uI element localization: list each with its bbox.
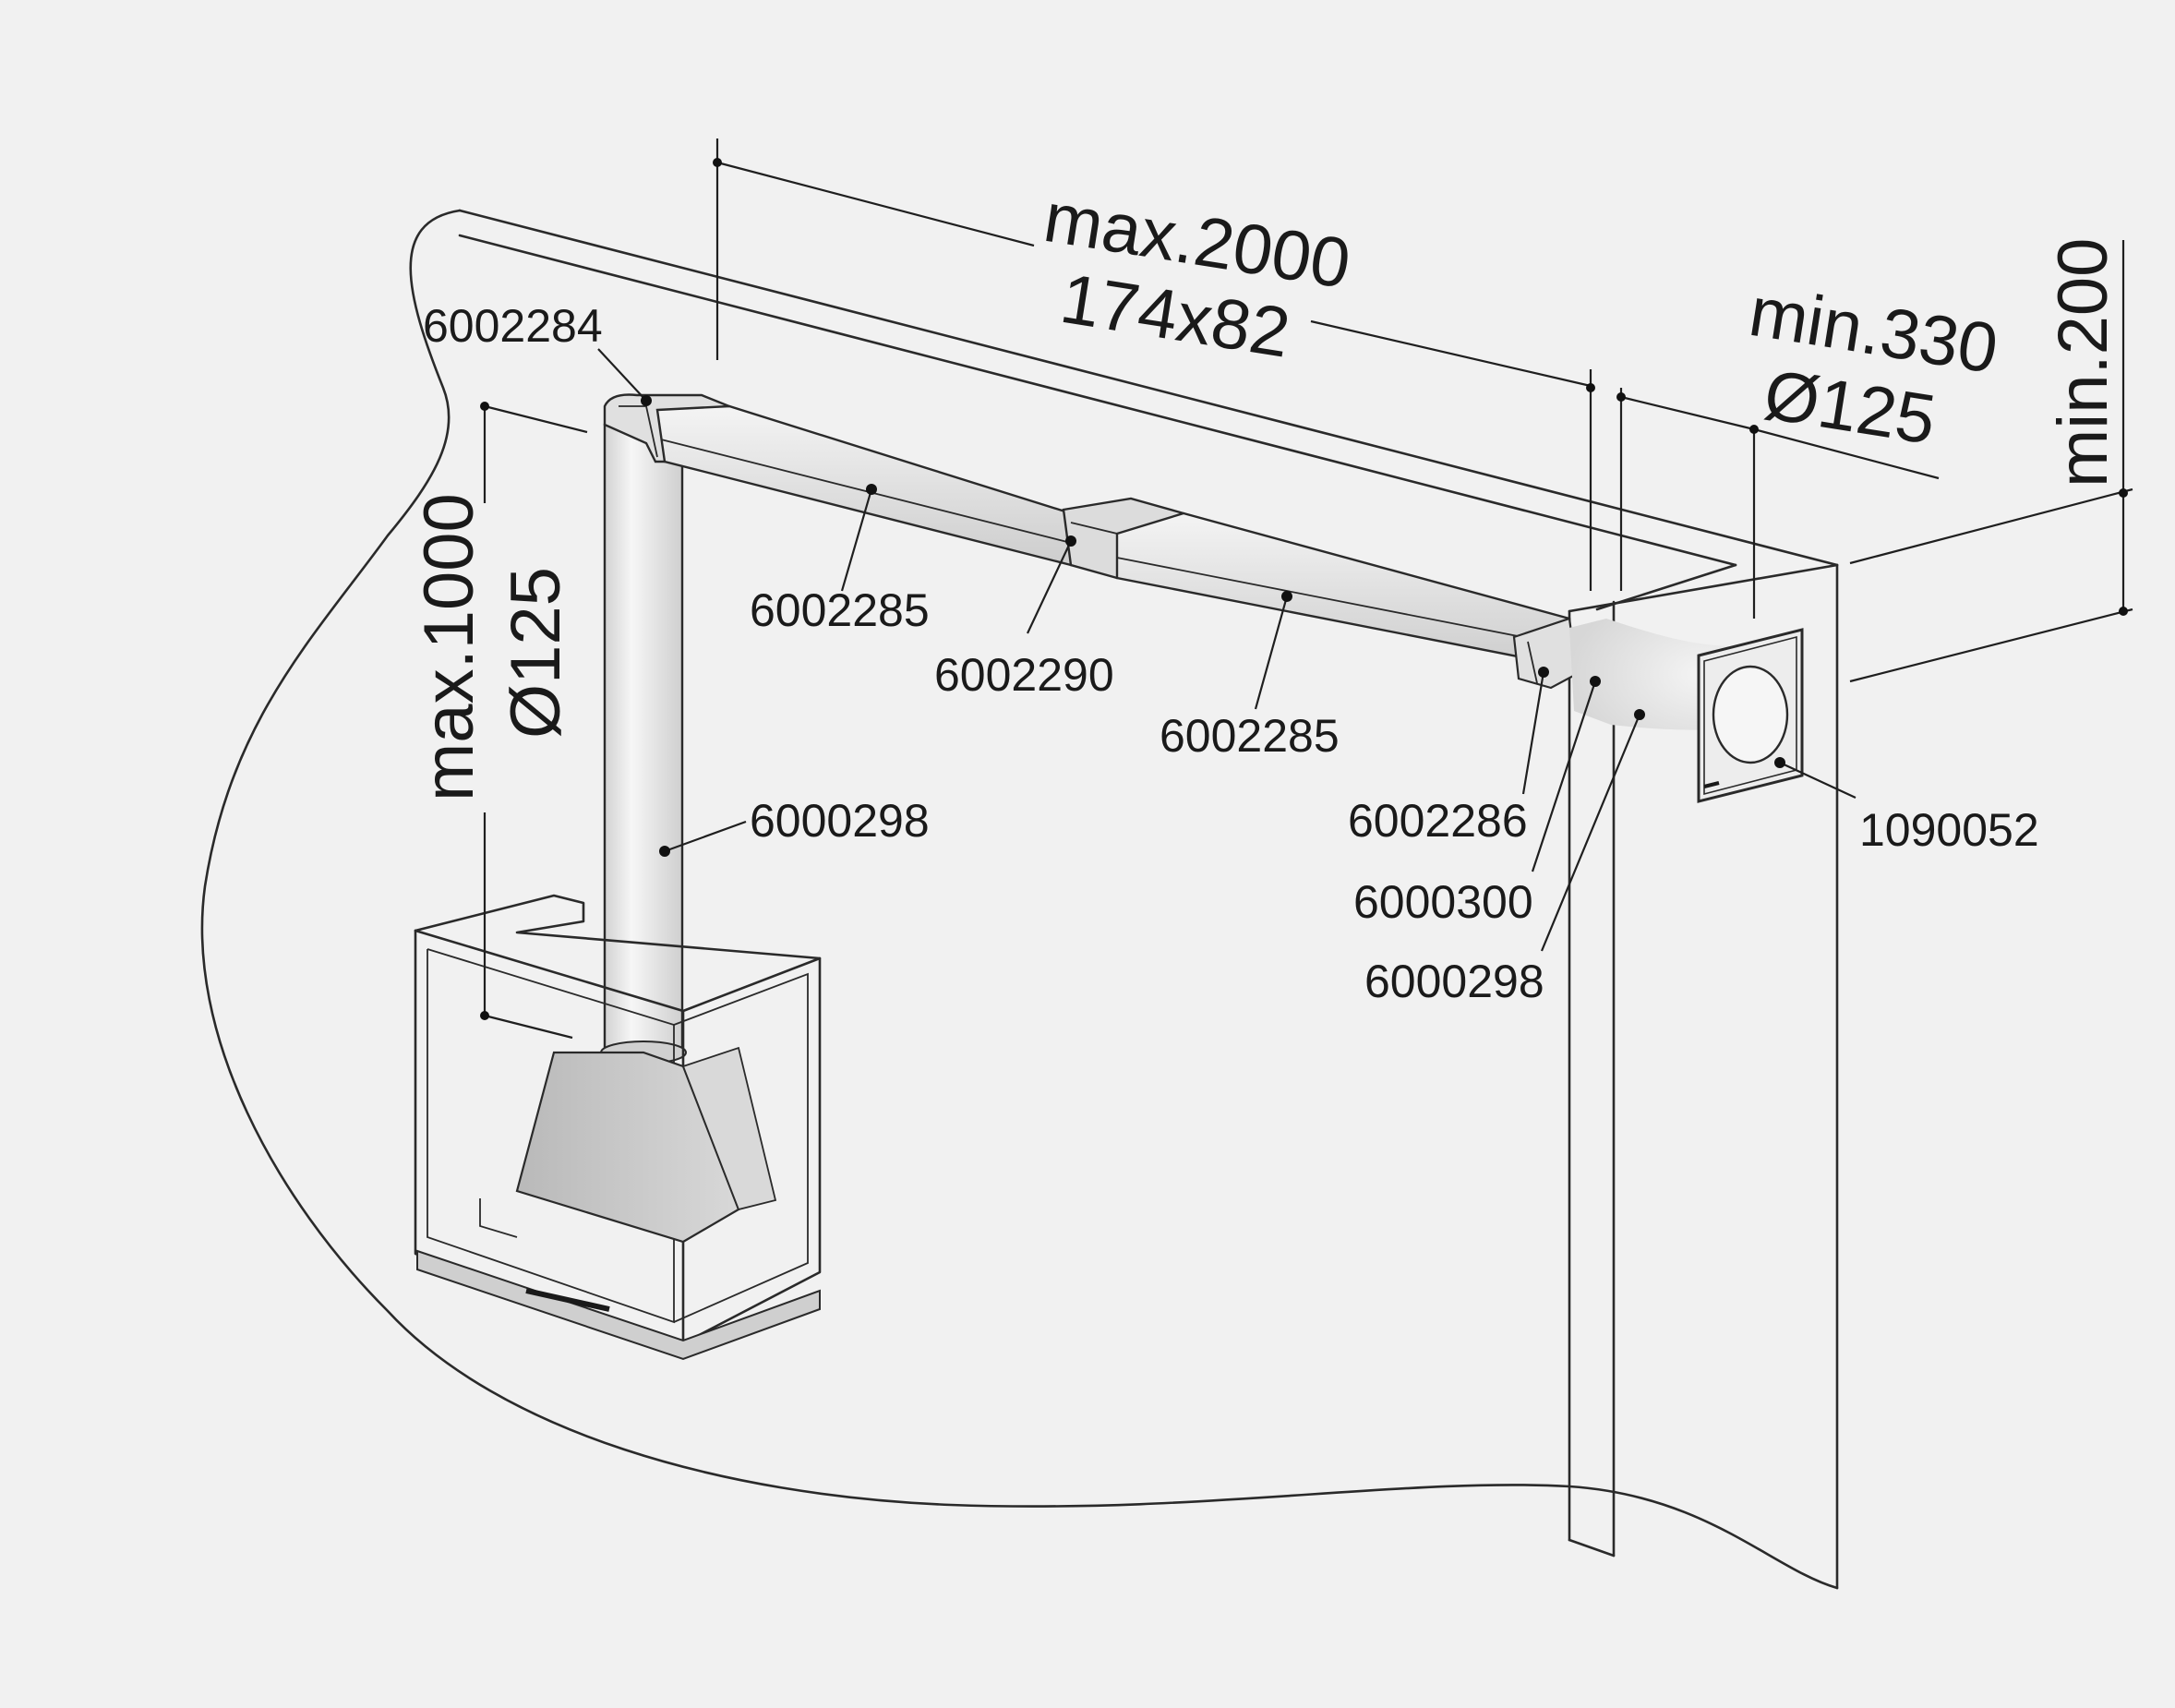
dim-vertical-length: max.1000 [410, 493, 488, 801]
label-elbow-top: 6002284 [423, 300, 603, 352]
label-flat-duct-left: 6002285 [750, 584, 930, 636]
wall-pipe [1569, 619, 1736, 730]
vertical-pipe [600, 423, 687, 1064]
leader-dots [641, 395, 1785, 857]
label-wall-grille: 1090052 [1859, 804, 2039, 856]
label-vertical-pipe: 6000298 [750, 795, 930, 847]
label-adapter-flat-round: 6002286 [1348, 795, 1528, 847]
label-wall-pipe: 6000298 [1364, 956, 1544, 1007]
wall-outline [200, 209, 1839, 1590]
label-connector-middle: 6002290 [934, 649, 1114, 701]
dimension-dots [480, 158, 2128, 1020]
flat-duct [655, 404, 1579, 690]
hood-unit [414, 894, 822, 1361]
dim-top-clearance: min.200 [2044, 238, 2122, 487]
wall-grille [1697, 628, 1804, 803]
label-round-elbow: 6000300 [1353, 876, 1533, 928]
dimension-lines [483, 138, 2133, 1040]
label-flat-duct-right: 6002285 [1160, 710, 1340, 762]
dim-vertical-diameter: Ø125 [497, 567, 575, 739]
leader-lines [597, 348, 1857, 952]
